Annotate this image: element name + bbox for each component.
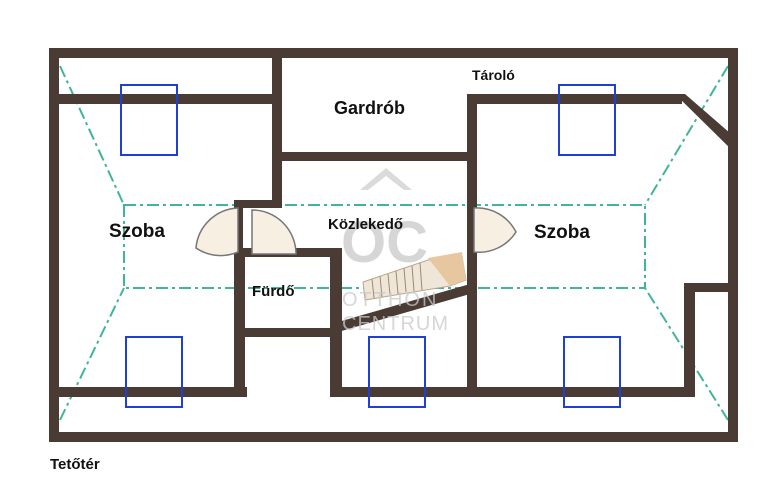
window-icon [563,336,621,408]
window-icon [120,84,178,156]
room-label-storage: Tároló [472,67,515,83]
room-label-left: Szoba [109,221,165,242]
room-label-bathroom: Fürdő [252,283,295,300]
floor-caption: Tetőtér [50,456,100,473]
watermark-monogram: OC [341,210,428,275]
window-icon [368,336,426,408]
staircase [362,252,467,301]
watermark: OC OTTHON CENTRUM [341,168,449,335]
room-label-wardrobe: Gardrób [334,98,405,118]
roof-windows [120,84,621,408]
door-right-room [473,207,517,254]
walls [49,48,738,442]
room-label-right: Szoba [534,222,590,243]
watermark-line2: CENTRUM [342,313,449,335]
doors [195,207,517,257]
door-left-room [195,207,239,257]
watermark-line1: OTTHON [342,289,438,311]
room-label-corridor: Közlekedő [328,216,403,233]
house-icon [360,168,412,190]
door-corridor [251,209,297,255]
window-icon [125,336,183,408]
window-icon [558,84,616,156]
